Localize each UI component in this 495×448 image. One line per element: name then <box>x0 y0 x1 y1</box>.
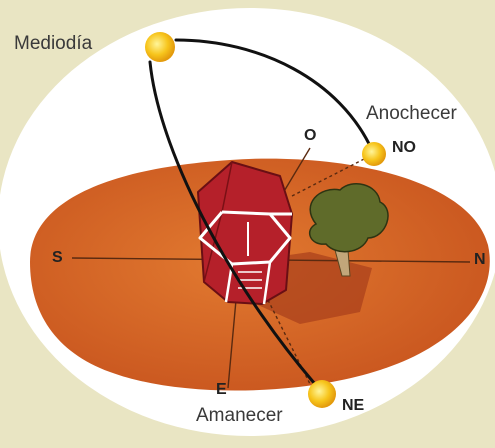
direction-northwest-label: NO <box>392 140 416 156</box>
sun-sunset <box>362 142 386 166</box>
direction-south-label: S <box>52 250 63 266</box>
sunset-label: Anochecer <box>366 104 457 123</box>
sunrise-label: Amanecer <box>196 406 283 425</box>
noon-label: Mediodía <box>14 34 92 53</box>
direction-east-label: E <box>216 382 227 398</box>
direction-northeast-label: NE <box>342 398 364 414</box>
direction-north-label: N <box>474 252 486 268</box>
sun-sunrise <box>308 380 336 408</box>
sun-noon <box>145 32 175 62</box>
direction-west-label: O <box>304 128 316 144</box>
